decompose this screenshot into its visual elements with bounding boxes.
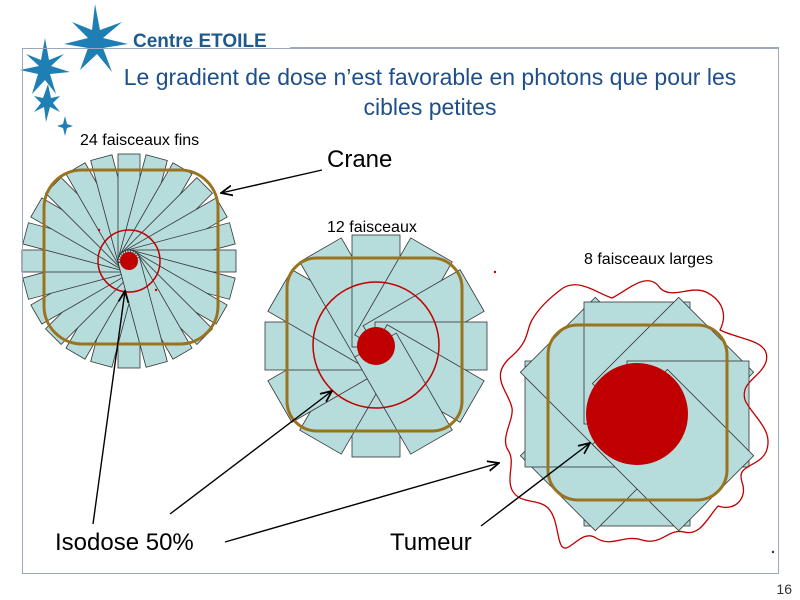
arrow-isodose-left	[92, 291, 125, 525]
header-divider	[290, 47, 779, 48]
skull-outline-right	[546, 323, 729, 502]
dot-mark	[97, 228, 101, 232]
isodose-contour-right	[499, 280, 769, 549]
arrow-isodose-right	[224, 463, 499, 543]
dot-mark	[154, 288, 158, 292]
dot-mark	[493, 270, 497, 274]
star-logo-icon	[20, 4, 128, 136]
skull-outline-left	[42, 168, 220, 346]
label-isodose: Isodose 50%	[55, 529, 194, 556]
isodose-contour-middle	[312, 281, 440, 409]
arrow-isodose-middle	[169, 391, 332, 515]
brand-name: Centre ETOILE	[133, 31, 267, 52]
tumor-right	[586, 363, 688, 465]
label-crane: Crane	[327, 146, 393, 173]
slide-title: Le gradient de dose n’est favorable en p…	[123, 64, 737, 120]
skull-outline-middle	[285, 256, 464, 433]
label-12-beams: 12 faisceaux	[327, 219, 417, 236]
arrow-tumeur	[480, 443, 590, 527]
beam-set-24	[21, 153, 237, 369]
label-24-beams: 24 faisceaux fins	[80, 132, 200, 149]
tumor-left	[120, 252, 138, 270]
label-8-beams: 8 faisceaux larges	[584, 251, 713, 268]
tumor-middle	[357, 327, 395, 365]
label-tumeur: Tumeur	[390, 529, 472, 556]
dot-mark	[771, 550, 775, 554]
arrow-crane	[221, 169, 323, 193]
page-number: 16	[776, 581, 792, 597]
slide-frame	[22, 48, 779, 574]
